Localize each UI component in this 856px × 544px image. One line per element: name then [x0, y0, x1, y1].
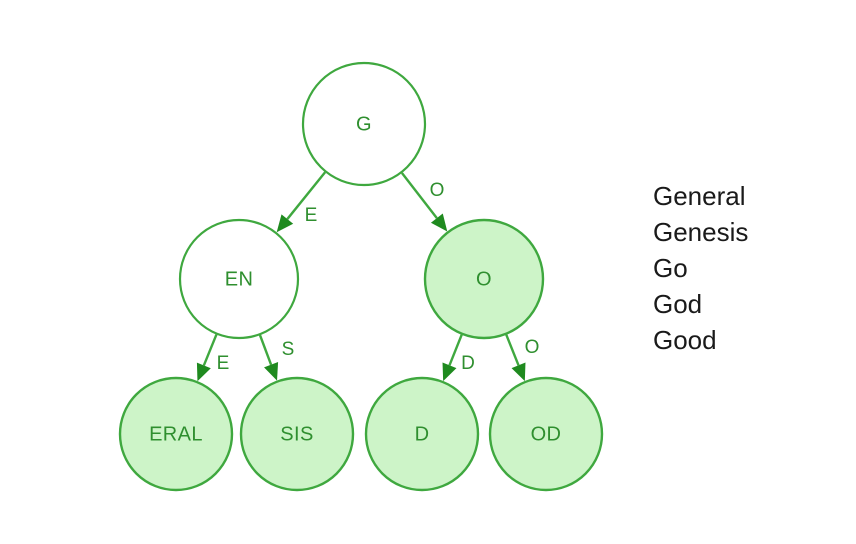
edge-line	[258, 334, 273, 366]
node-eral[interactable]: ERAL	[118, 376, 234, 492]
edge-en-eral	[196, 334, 218, 382]
edge-labels-layer: E O E S D O	[217, 180, 540, 374]
node-label: EN	[225, 268, 254, 290]
node-o[interactable]: O	[423, 218, 545, 340]
word-list-item: Genesis	[653, 217, 749, 247]
word-list-item: God	[653, 289, 703, 319]
node-circle[interactable]	[239, 376, 355, 492]
node-label: D	[415, 423, 430, 445]
word-list-item: General	[653, 181, 746, 211]
edge-label-g-en: E	[305, 205, 318, 226]
edge-g-o	[401, 172, 448, 232]
edge-line	[505, 334, 520, 366]
arrow-head-icon	[511, 362, 526, 382]
edge-o-d	[442, 334, 463, 382]
node-en[interactable]: EN	[178, 218, 300, 340]
word-list-item: Go	[653, 253, 688, 283]
node-label: OD	[531, 423, 562, 445]
edge-en-sis	[258, 334, 279, 381]
node-label: O	[476, 268, 492, 290]
node-label: SIS	[280, 423, 313, 445]
edge-label-en-eral: E	[217, 353, 230, 374]
arrow-head-icon	[264, 362, 279, 381]
node-circle[interactable]	[178, 218, 300, 340]
edge-line	[202, 334, 218, 366]
node-sis[interactable]: SIS	[239, 376, 355, 492]
node-circle[interactable]	[301, 61, 427, 187]
node-label: ERAL	[149, 423, 203, 445]
edges-layer	[196, 171, 526, 382]
node-circle[interactable]	[488, 376, 604, 492]
node-circle[interactable]	[423, 218, 545, 340]
edge-label-g-o: O	[430, 180, 445, 201]
edge-line	[401, 172, 438, 219]
edge-label-o-od: O	[525, 337, 540, 358]
arrow-head-icon	[430, 213, 448, 232]
edge-o-od	[505, 334, 526, 382]
edge-label-en-sis: S	[282, 339, 295, 360]
arrow-head-icon	[196, 362, 211, 382]
arrow-head-icon	[276, 214, 294, 233]
node-d[interactable]: D	[364, 376, 480, 492]
node-circle[interactable]	[364, 376, 480, 492]
word-list-item: Good	[653, 325, 717, 355]
arrow-head-icon	[442, 362, 457, 382]
edge-line	[286, 171, 327, 220]
edge-line	[448, 334, 463, 366]
node-root[interactable]: G	[301, 61, 427, 187]
node-od[interactable]: OD	[488, 376, 604, 492]
node-label: G	[356, 113, 372, 135]
node-circle[interactable]	[118, 376, 234, 492]
edge-label-o-d: D	[461, 353, 475, 374]
edge-g-en	[276, 171, 327, 233]
